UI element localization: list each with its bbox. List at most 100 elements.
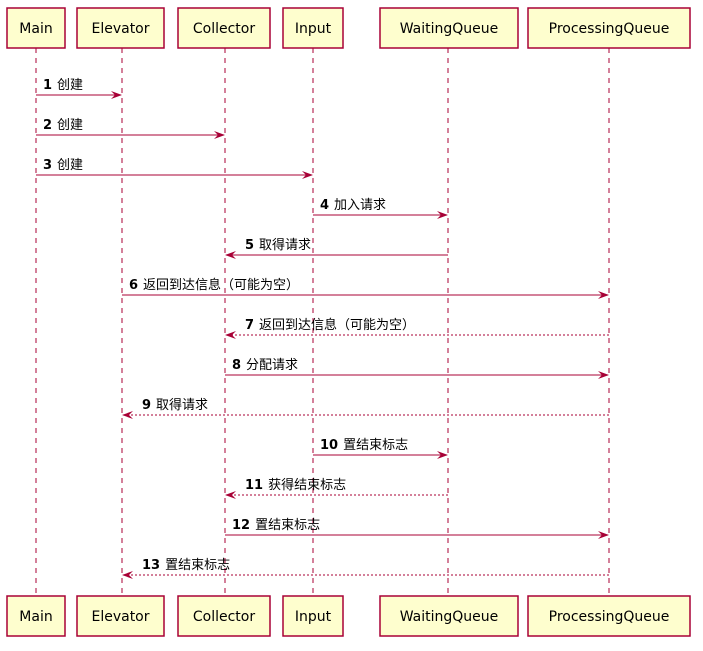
message-label: 4 加入请求 bbox=[320, 198, 386, 213]
message-number: 5 bbox=[245, 238, 254, 253]
participant-box bbox=[282, 595, 344, 637]
message-4: 4 加入请求 bbox=[313, 198, 448, 219]
participant-box bbox=[527, 595, 691, 637]
message-number: 4 bbox=[320, 198, 329, 213]
participant-label: WaitingQueue bbox=[400, 21, 499, 37]
message-label: 11 获得结束标志 bbox=[245, 477, 346, 493]
message-text: 创建 bbox=[57, 78, 83, 93]
participant-box bbox=[527, 7, 691, 49]
participant-waiting-top: WaitingQueue bbox=[379, 7, 519, 49]
participant-box bbox=[76, 595, 165, 637]
message-number: 2 bbox=[43, 118, 52, 133]
message-text: 置结束标志 bbox=[343, 438, 408, 453]
participant-collector-top: Collector bbox=[177, 7, 271, 49]
message-5: 5 取得请求 bbox=[225, 237, 448, 259]
participants-bottom: Main Elevator Collector Input WaitingQueue Pr… bbox=[6, 595, 691, 637]
participant-box bbox=[6, 595, 66, 637]
arrow-head-icon bbox=[598, 291, 609, 299]
participant-processing-bottom: ProcessingQueue bbox=[527, 595, 691, 637]
participants-top: Main Elevator Collector Input WaitingQueue Pr… bbox=[6, 7, 691, 49]
participant-elevator-bottom: Elevator bbox=[76, 595, 165, 637]
message-label: 3 创建 bbox=[43, 158, 83, 173]
message-text: 返回到达信息（可能为空） bbox=[143, 277, 299, 293]
participant-box bbox=[177, 595, 271, 637]
message-number: 9 bbox=[142, 398, 151, 413]
message-label: 6 返回到达信息（可能为空） bbox=[129, 277, 299, 293]
arrow-head-icon bbox=[598, 531, 609, 539]
message-label: 2 创建 bbox=[43, 118, 83, 133]
participant-label: Input bbox=[295, 609, 332, 625]
message-12: 12 置结束标志 bbox=[225, 518, 609, 539]
message-number: 12 bbox=[232, 518, 250, 533]
message-text: 创建 bbox=[57, 158, 83, 173]
message-10: 10 置结束标志 bbox=[313, 438, 448, 459]
message-text: 加入请求 bbox=[334, 198, 386, 213]
participant-label: Elevator bbox=[91, 609, 149, 625]
participant-label: ProcessingQueue bbox=[549, 609, 670, 625]
message-label: 12 置结束标志 bbox=[232, 518, 320, 533]
arrow-head-icon bbox=[225, 331, 236, 339]
message-2: 2 创建 bbox=[36, 118, 225, 139]
message-9: 9 取得请求 bbox=[122, 397, 609, 419]
message-label: 10 置结束标志 bbox=[320, 438, 408, 453]
message-1: 1 创建 bbox=[36, 78, 122, 99]
message-number: 7 bbox=[245, 318, 254, 333]
participant-input-top: Input bbox=[282, 7, 344, 49]
message-number: 8 bbox=[232, 358, 241, 373]
arrow-head-icon bbox=[437, 211, 448, 219]
message-7: 7 返回到达信息（可能为空） bbox=[225, 317, 609, 339]
participant-processing-top: ProcessingQueue bbox=[527, 7, 691, 49]
arrow-head-icon bbox=[437, 451, 448, 459]
participant-label: Collector bbox=[193, 609, 255, 625]
message-number: 1 bbox=[43, 78, 52, 93]
participant-label: WaitingQueue bbox=[400, 609, 499, 625]
participant-box bbox=[379, 7, 519, 49]
arrow-head-icon bbox=[598, 371, 609, 379]
participant-box bbox=[177, 7, 271, 49]
arrow-head-icon bbox=[225, 251, 236, 259]
message-number: 3 bbox=[43, 158, 52, 173]
arrow-head-icon bbox=[111, 91, 122, 99]
message-text: 获得结束标志 bbox=[268, 477, 346, 493]
message-text: 取得请求 bbox=[156, 397, 208, 413]
participant-label: Main bbox=[19, 609, 52, 625]
message-text: 创建 bbox=[57, 118, 83, 133]
participant-box bbox=[6, 7, 66, 49]
participant-main-bottom: Main bbox=[6, 595, 66, 637]
message-text: 取得请求 bbox=[259, 237, 311, 253]
participant-box bbox=[379, 595, 519, 637]
arrow-head-icon bbox=[122, 571, 133, 579]
message-text: 置结束标志 bbox=[165, 558, 230, 573]
message-label: 7 返回到达信息（可能为空） bbox=[245, 317, 415, 333]
message-number: 6 bbox=[129, 278, 138, 293]
participant-box bbox=[76, 7, 165, 49]
participant-label: ProcessingQueue bbox=[549, 21, 670, 37]
message-6: 6 返回到达信息（可能为空） bbox=[122, 277, 609, 299]
participant-waiting-bottom: WaitingQueue bbox=[379, 595, 519, 637]
message-text: 置结束标志 bbox=[255, 518, 320, 533]
participant-elevator-top: Elevator bbox=[76, 7, 165, 49]
participant-collector-bottom: Collector bbox=[177, 595, 271, 637]
message-label: 1 创建 bbox=[43, 78, 83, 93]
message-label: 13 置结束标志 bbox=[142, 558, 230, 573]
lifelines bbox=[35, 48, 610, 596]
message-text: 返回到达信息（可能为空） bbox=[259, 317, 415, 333]
arrow-head-icon bbox=[302, 171, 313, 179]
participant-label: Collector bbox=[193, 21, 255, 37]
message-label: 5 取得请求 bbox=[245, 237, 311, 253]
message-number: 10 bbox=[320, 438, 338, 453]
participant-input-bottom: Input bbox=[282, 595, 344, 637]
participant-label: Main bbox=[19, 21, 52, 37]
message-number: 11 bbox=[245, 478, 263, 493]
participant-label: Elevator bbox=[91, 21, 149, 37]
message-11: 11 获得结束标志 bbox=[225, 477, 448, 499]
arrow-head-icon bbox=[214, 131, 225, 139]
message-13: 13 置结束标志 bbox=[122, 558, 609, 579]
arrow-head-icon bbox=[122, 411, 133, 419]
message-number: 13 bbox=[142, 558, 160, 573]
message-3: 3 创建 bbox=[36, 158, 313, 179]
participant-main-top: Main bbox=[6, 7, 66, 49]
participant-box bbox=[282, 7, 344, 49]
